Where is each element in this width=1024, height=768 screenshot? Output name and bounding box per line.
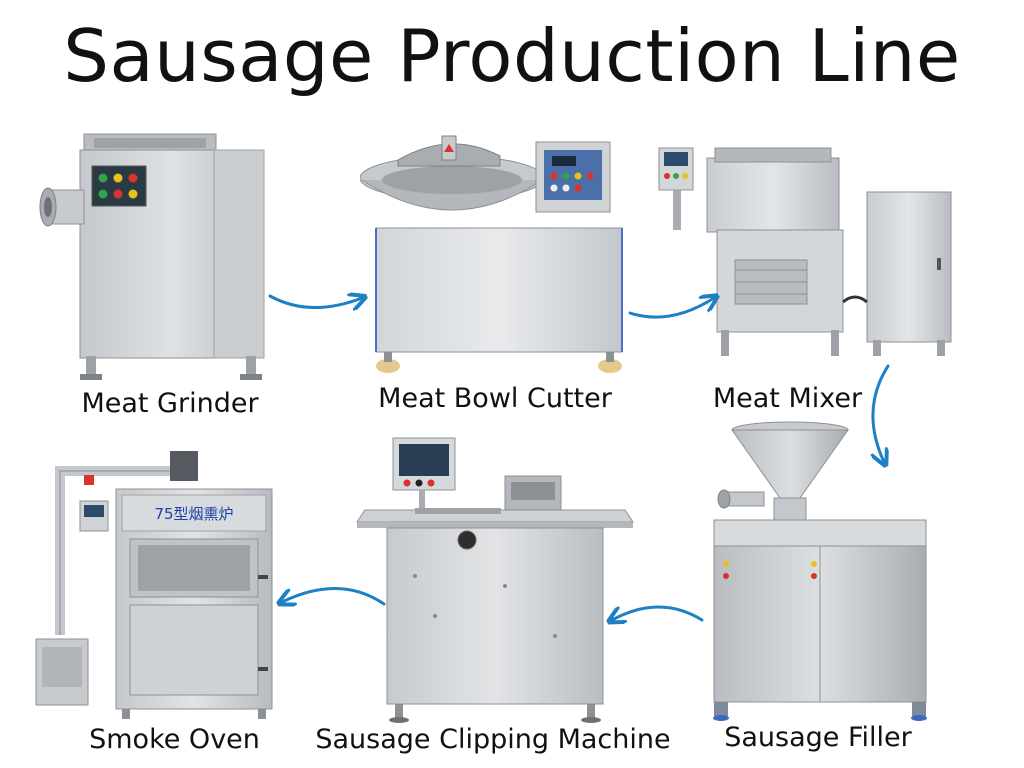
arrow-cutter-to-mixer — [630, 298, 714, 317]
arrow-filler-to-clipper — [612, 607, 702, 620]
arrow-clipper-to-oven — [282, 588, 384, 604]
arrow-grinder-to-cutter — [270, 296, 362, 308]
arrow-mixer-to-filler — [873, 366, 888, 462]
